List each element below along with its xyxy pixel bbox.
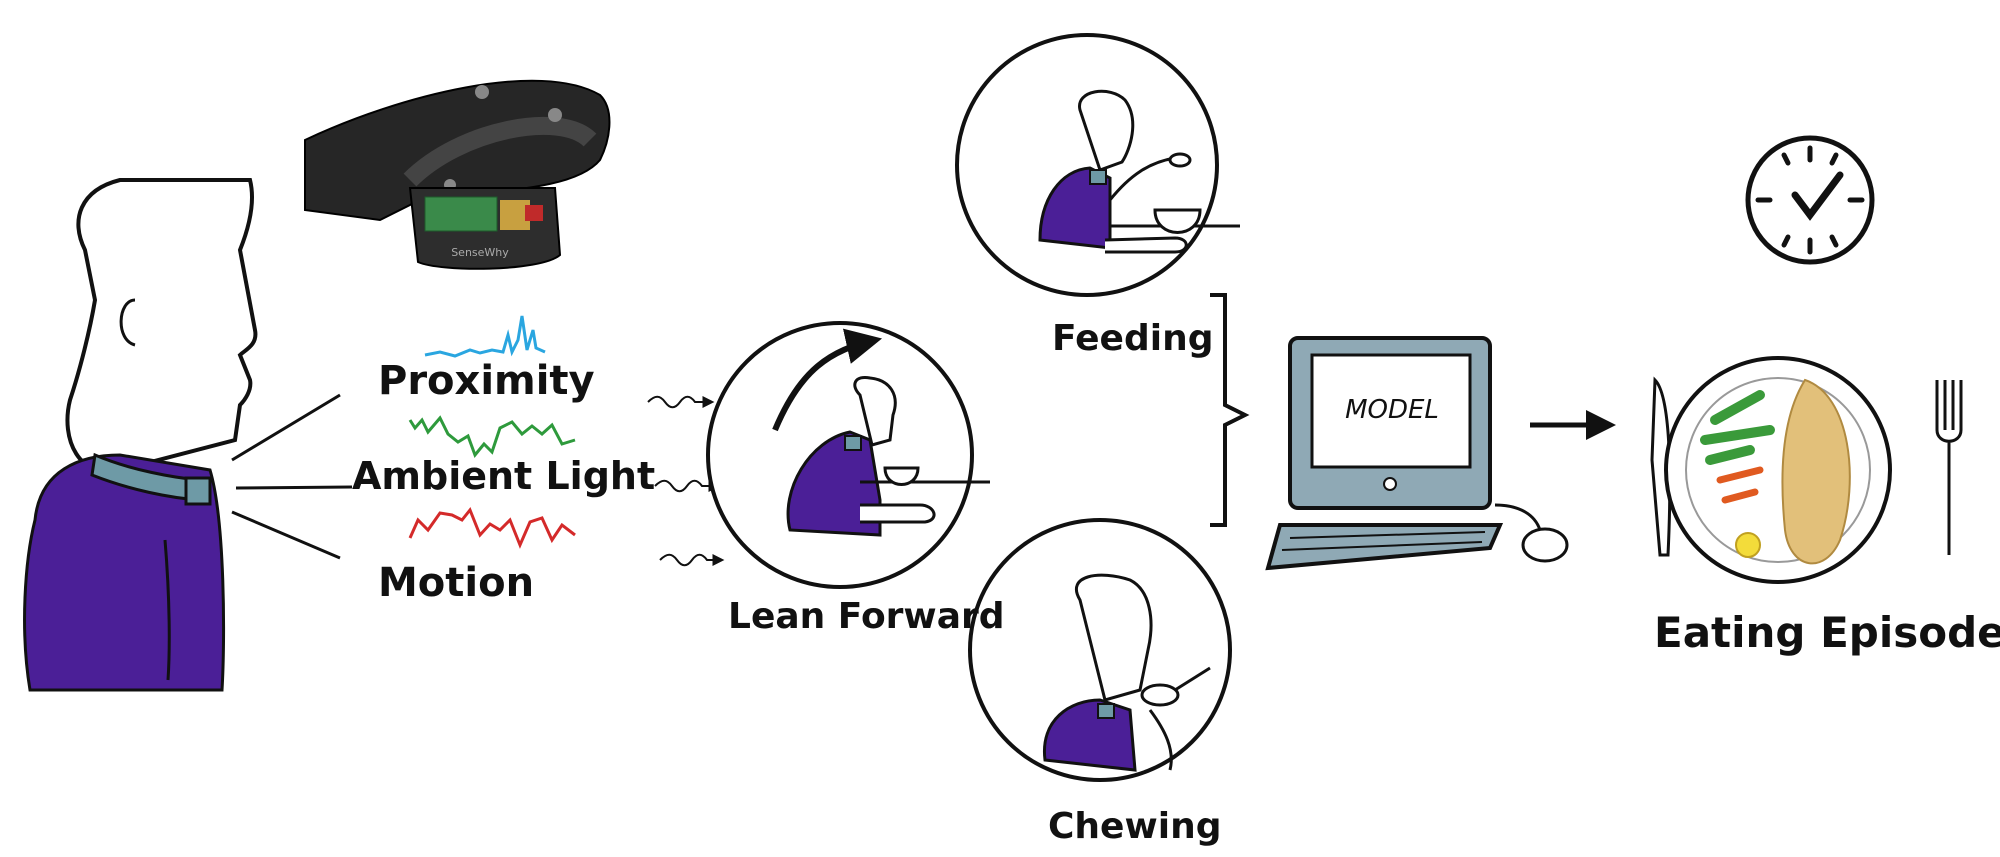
chewing-label: Chewing [1048,806,1222,847]
mouse-icon [1521,527,1569,563]
model-label: MODEL [1345,395,1439,425]
wearable-necklace-icon [184,476,212,506]
proximity-label: Proximity [378,358,595,404]
signal-arrows [647,395,725,567]
device-brand-text: SenseWhy [451,246,509,259]
ambient-light-signal [408,415,576,458]
chewing-circle [968,518,1232,782]
lean-forward-label: Lean Forward [728,596,1005,637]
lean-arrow-icon [772,328,883,432]
wearable-device-photo [304,79,611,270]
eating-episode-label: Eating Episode [1654,608,2000,657]
clock-icon [1745,135,1875,265]
sensor-rays [231,393,353,560]
lean-forward-circle [706,321,990,589]
plate-icon [1650,356,1963,584]
person-icon [23,178,258,692]
ambient-light-label: Ambient Light [352,454,656,498]
motion-label: Motion [378,560,535,606]
feeding-label: Feeding [1052,318,1214,359]
feeding-circle [955,33,1240,297]
bracket-icon [1210,293,1250,527]
motion-signal [408,507,576,549]
fork-icon [1935,380,1963,555]
proximity-signal [424,315,546,358]
computer-icon [1265,336,1569,571]
